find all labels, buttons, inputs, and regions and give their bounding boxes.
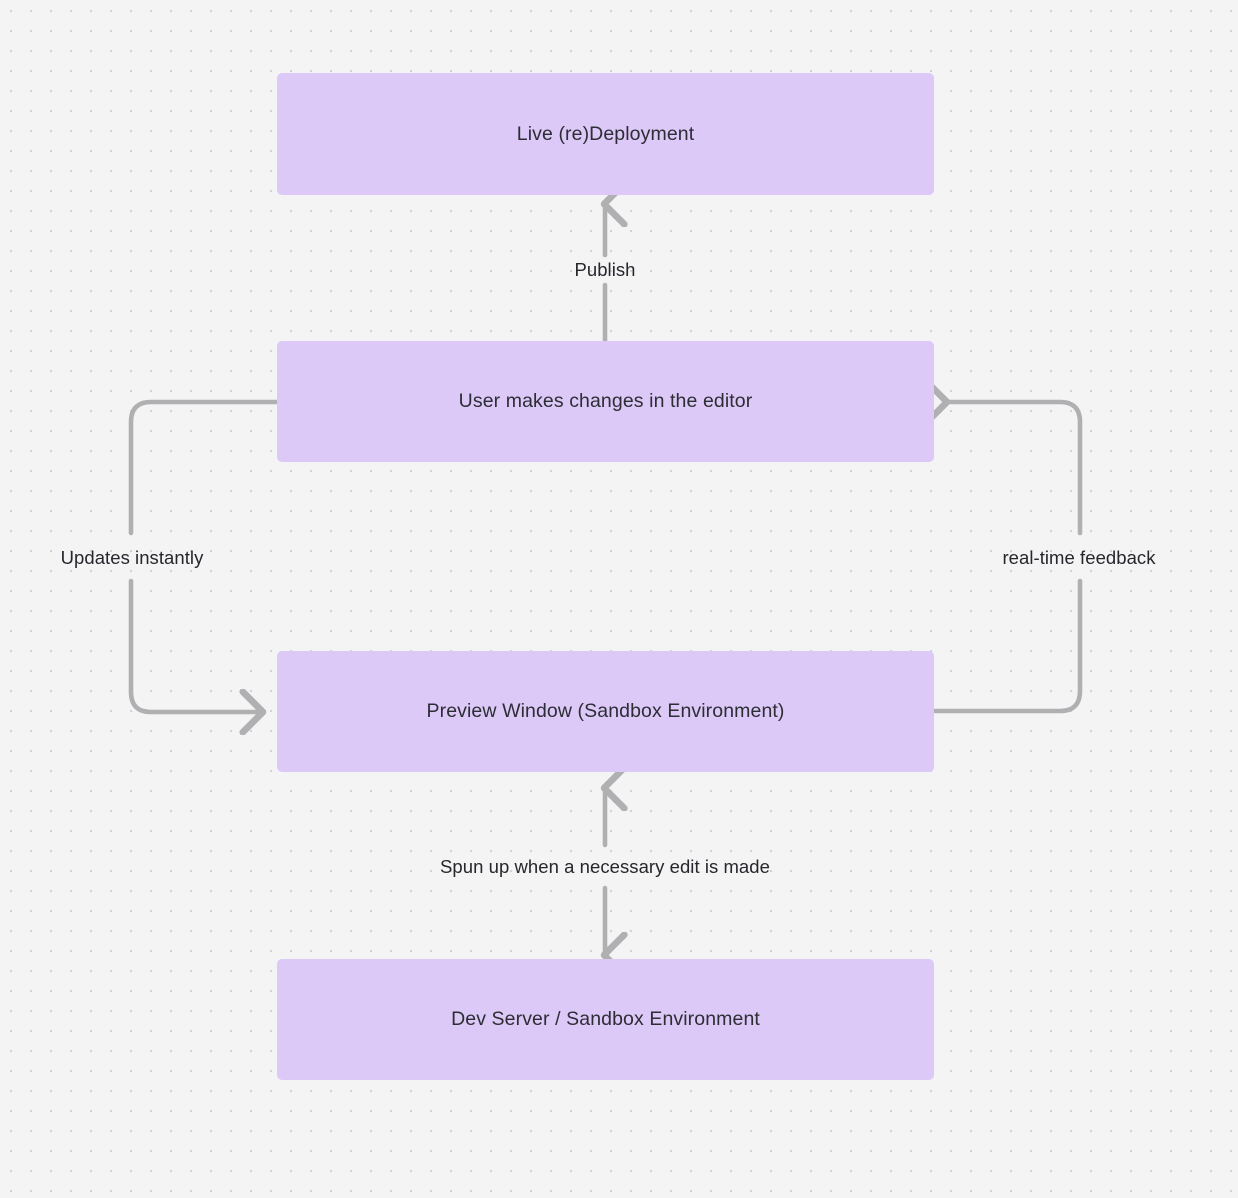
edge-real-time-feedback-lower-segment (930, 578, 1083, 714)
node-preview-window[interactable]: Preview Window (Sandbox Environment) (277, 651, 934, 772)
edge-label-real-time-feedback: real-time feedback (1002, 546, 1156, 568)
node-preview-window-label: Preview Window (Sandbox Environment) (426, 700, 785, 723)
edge-label-spun-up: Spun up when a necessary edit is made (440, 855, 770, 877)
edge-label-publish: Publish (574, 258, 636, 280)
node-dev-server-label: Dev Server / Sandbox Environment (451, 1008, 760, 1031)
edge-real-time-feedback-upper-segment (947, 402, 1083, 536)
edge-updates-instantly-upper-segment (128, 399, 280, 536)
node-dev-server[interactable]: Dev Server / Sandbox Environment (277, 959, 934, 1080)
node-live-deployment[interactable]: Live (re)Deployment (277, 73, 934, 195)
node-user-edits[interactable]: User makes changes in the editor (277, 341, 934, 462)
node-user-edits-label: User makes changes in the editor (458, 390, 753, 413)
edge-updates-instantly-lower-segment (128, 578, 263, 712)
node-live-deployment-label: Live (re)Deployment (516, 122, 695, 145)
edge-label-updates-instantly: Updates instantly (60, 546, 204, 568)
